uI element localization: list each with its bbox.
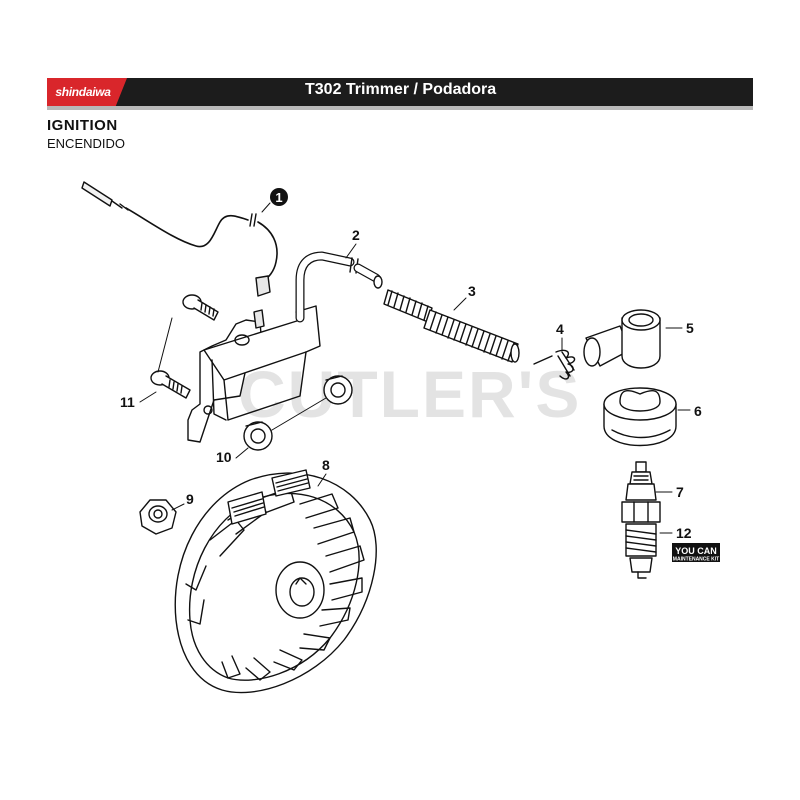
- part-1-ignition-wire: 1: [81, 181, 288, 297]
- callout-7: 7: [676, 484, 684, 500]
- callout-4: 4: [556, 321, 564, 337]
- brand-logo: shindaiwa: [47, 78, 127, 106]
- callout-badge-1: [270, 188, 288, 206]
- header-bar: shindaiwa T302 Trimmer / Podadora: [47, 78, 753, 110]
- badge-line-2: MAINTENANCE KIT: [673, 557, 719, 563]
- callout-8: 8: [322, 457, 330, 473]
- part-10-spacers: 10: [216, 375, 353, 465]
- part-7-spark-plug: 7 12: [621, 461, 692, 579]
- part-2-ht-lead: 2: [295, 227, 383, 323]
- callout-12: 12: [676, 525, 692, 541]
- part-9-nut: 9: [139, 491, 194, 535]
- part-6-boot-seal: 6: [603, 387, 702, 447]
- callout-5: 5: [686, 320, 694, 336]
- callout-2: 2: [352, 227, 360, 243]
- callout-6: 6: [694, 403, 702, 419]
- part-4-spring: 4: [533, 321, 576, 380]
- section-title: IGNITION: [47, 117, 118, 134]
- part-3-coil-tube: 3: [383, 283, 520, 363]
- callout-10: 10: [216, 449, 232, 465]
- part-5-plug-boot: 5: [583, 309, 694, 369]
- you-can-badge: YOU CAN MAINTENANCE KIT: [672, 543, 720, 563]
- page-title: T302 Trimmer / Podadora: [305, 81, 497, 98]
- watermark-text: CUTLER'S: [238, 357, 581, 431]
- brand-logo-text: shindaiwa: [55, 85, 111, 99]
- callout-3: 3: [468, 283, 476, 299]
- callout-1: 1: [275, 190, 282, 205]
- callout-11: 11: [120, 394, 135, 410]
- part-11-screws: 11: [120, 294, 219, 410]
- part-8-flywheel: 8: [174, 457, 377, 694]
- callout-9: 9: [186, 491, 194, 507]
- section-subtitle: ENCENDIDO: [47, 136, 126, 151]
- badge-line-1: YOU CAN: [675, 546, 717, 556]
